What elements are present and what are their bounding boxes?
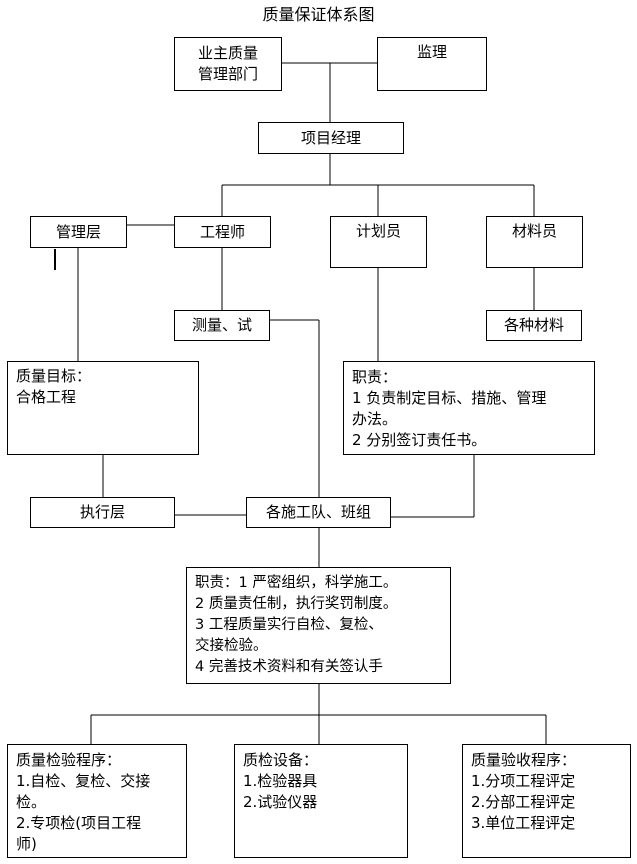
inspection-procedure-line-3: 检。	[16, 793, 47, 811]
quality-goal-line-2: 合格工程	[16, 388, 77, 406]
owner-line-2: 管理部门	[197, 65, 258, 83]
quality-goal-box: 质量目标： 合格工程	[7, 361, 199, 455]
owner-line-1: 业主质量	[197, 44, 258, 62]
project-manager-box: 项目经理	[258, 122, 404, 154]
construction-teams-box: 各施工队、班组	[246, 497, 391, 528]
survey-test-label: 测量、试	[191, 316, 252, 334]
acceptance-procedure-box: 质量验收程序： 1.分项工程评定 2.分部工程评定 3.单位工程评定	[462, 744, 631, 858]
engineer-box: 工程师	[174, 216, 271, 248]
team-duties-box: 职责：1 严密组织，科学施工。 2 质量责任制，执行奖罚制度。 3 工程质量实行…	[186, 567, 451, 684]
management-layer-box: 管理层	[30, 216, 127, 248]
planner-duties-line-4: 2 分别签订责任书。	[352, 431, 487, 449]
execution-layer-box: 执行层	[30, 497, 175, 528]
management-layer-marker	[54, 249, 56, 270]
management-layer-label: 管理层	[55, 222, 101, 241]
quality-goal-line-1: 质量目标：	[16, 367, 92, 385]
engineer-label: 工程师	[199, 222, 245, 241]
execution-layer-label: 执行层	[79, 503, 125, 521]
planner-box: 计划员	[330, 216, 427, 268]
planner-duties-line-3: 办法。	[352, 410, 398, 428]
team-duties-line-1: 职责：1 严密组织，科学施工。	[195, 575, 398, 591]
inspection-equipment-line-1: 质检设备：	[243, 751, 319, 769]
inspection-procedure-line-2: 1.自检、复检、交接	[16, 772, 151, 790]
supervision-box: 监理	[377, 37, 487, 91]
inspection-equipment-line-2: 1.检验器具	[243, 772, 318, 790]
team-duties-line-2: 2 质量责任制，执行奖罚制度。	[195, 596, 398, 612]
survey-test-box: 测量、试	[174, 310, 270, 341]
acceptance-procedure-line-1: 质量验收程序：	[471, 751, 577, 769]
owner-quality-dept-box: 业主质量 管理部门	[174, 37, 282, 91]
inspection-equipment-box: 质检设备： 1.检验器具 2.试验仪器	[234, 744, 408, 858]
supervision-label: 监理	[416, 43, 447, 61]
team-duties-line-3: 3 工程质量实行自检、复检、	[195, 617, 383, 633]
construction-teams-label: 各施工队、班组	[265, 503, 371, 521]
materials-label: 各种材料	[503, 316, 564, 334]
inspection-procedure-box: 质量检验程序： 1.自检、复检、交接 检。 2.专项检(项目工程 师)	[7, 744, 187, 858]
planner-duties-line-2: 1 负责制定目标、措施、管理	[352, 389, 547, 407]
material-clerk-label: 材料员	[511, 222, 557, 240]
inspection-procedure-line-4: 2.专项检(项目工程	[16, 814, 142, 832]
project-manager-label: 项目经理	[300, 128, 361, 147]
acceptance-procedure-line-2: 1.分项工程评定	[471, 772, 576, 790]
diagram-title: 质量保证体系图	[262, 5, 375, 24]
inspection-equipment-line-3: 2.试验仪器	[243, 793, 318, 811]
inspection-procedure-line-5: 师)	[16, 835, 37, 853]
planner-duties-line-1: 职责：	[352, 368, 398, 386]
planner-label: 计划员	[355, 222, 401, 240]
team-duties-line-4: 交接检验。	[195, 638, 268, 654]
materials-box: 各种材料	[486, 310, 582, 341]
acceptance-procedure-line-3: 2.分部工程评定	[471, 793, 576, 811]
acceptance-procedure-line-4: 3.单位工程评定	[471, 814, 576, 832]
team-duties-line-5: 4 完善技术资料和有关签认手	[195, 659, 383, 675]
inspection-procedure-line-1: 质量检验程序：	[16, 751, 122, 769]
planner-duties-box: 职责： 1 负责制定目标、措施、管理 办法。 2 分别签订责任书。	[343, 361, 595, 455]
material-clerk-box: 材料员	[486, 216, 583, 268]
